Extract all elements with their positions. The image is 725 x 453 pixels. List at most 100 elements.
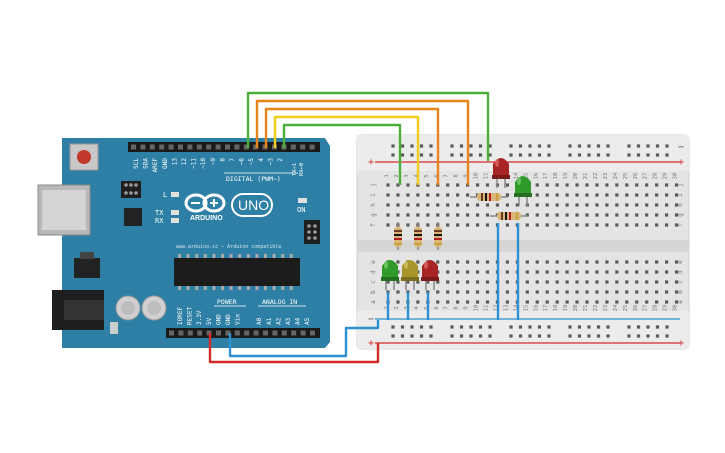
breadboard-hole[interactable] <box>605 300 609 304</box>
breadboard-hole[interactable] <box>426 203 430 207</box>
breadboard-hole[interactable] <box>665 290 669 294</box>
breadboard-hole[interactable] <box>426 183 430 187</box>
breadboard-hole[interactable] <box>475 213 480 217</box>
breadboard-hole[interactable] <box>655 223 659 227</box>
breadboard-hole[interactable] <box>426 213 430 217</box>
breadboard-hole[interactable] <box>545 290 549 294</box>
breadboard-hole[interactable] <box>565 203 569 207</box>
breadboard-hole[interactable] <box>605 270 609 274</box>
breadboard-hole[interactable] <box>535 260 539 264</box>
rail-hole[interactable] <box>450 334 454 338</box>
breadboard-hole[interactable] <box>505 203 509 207</box>
rail-hole[interactable] <box>627 144 631 148</box>
rail-hole[interactable] <box>596 144 601 148</box>
breadboard-hole[interactable] <box>485 203 490 207</box>
breadboard-hole[interactable] <box>585 203 589 207</box>
breadboard-hole[interactable] <box>545 193 549 197</box>
breadboard-hole[interactable] <box>545 223 549 227</box>
header-pin-hole[interactable] <box>196 144 202 150</box>
rail-hole[interactable] <box>528 325 532 329</box>
breadboard-hole[interactable] <box>595 260 599 264</box>
breadboard-hole[interactable] <box>406 193 410 197</box>
breadboard-hole[interactable] <box>396 203 400 207</box>
breadboard-hole[interactable] <box>635 270 639 274</box>
breadboard-hole[interactable] <box>605 290 609 294</box>
rail-hole[interactable] <box>568 325 572 329</box>
wire-green-pin3[interactable] <box>282 123 402 185</box>
breadboard-hole[interactable] <box>485 260 490 264</box>
breadboard-hole[interactable] <box>645 213 649 217</box>
breadboard-hole[interactable] <box>535 183 539 187</box>
rail-hole[interactable] <box>537 144 542 148</box>
breadboard-hole[interactable] <box>466 270 470 274</box>
rail-hole[interactable] <box>509 334 513 338</box>
rail-hole[interactable] <box>478 153 483 157</box>
rail-hole[interactable] <box>410 153 414 157</box>
rail-hole[interactable] <box>518 144 523 148</box>
breadboard-hole[interactable] <box>406 183 410 187</box>
breadboard-hole[interactable] <box>535 290 539 294</box>
breadboard-hole[interactable] <box>525 260 529 264</box>
breadboard-hole[interactable] <box>446 203 450 207</box>
rail-hole[interactable] <box>391 325 395 329</box>
breadboard-hole[interactable] <box>615 183 619 187</box>
breadboard-hole[interactable] <box>436 260 440 264</box>
led-yellow[interactable] <box>401 260 419 290</box>
rail-hole[interactable] <box>400 334 405 338</box>
breadboard-hole[interactable] <box>436 300 440 304</box>
breadboard-hole[interactable] <box>466 260 470 264</box>
rail-hole[interactable] <box>606 334 610 338</box>
breadboard-hole[interactable] <box>416 300 420 304</box>
breadboard-hole[interactable] <box>575 183 579 187</box>
breadboard-hole[interactable] <box>595 183 599 187</box>
breadboard-hole[interactable] <box>655 203 659 207</box>
header-pin-hole[interactable] <box>140 144 146 150</box>
rail-hole[interactable] <box>537 334 542 338</box>
header-pin-hole[interactable] <box>291 330 297 336</box>
header-pin-hole[interactable] <box>253 330 259 336</box>
header-pin-hole[interactable] <box>243 144 249 150</box>
rail-hole[interactable] <box>636 153 641 157</box>
breadboard-hole[interactable] <box>615 280 619 284</box>
breadboard-hole[interactable] <box>635 290 639 294</box>
rail-hole[interactable] <box>450 153 454 157</box>
breadboard-hole[interactable] <box>505 223 509 227</box>
rail-hole[interactable] <box>568 153 572 157</box>
breadboard-hole[interactable] <box>535 213 539 217</box>
breadboard-hole[interactable] <box>426 193 430 197</box>
breadboard-hole[interactable] <box>535 300 539 304</box>
rail-hole[interactable] <box>410 325 414 329</box>
rail-hole[interactable] <box>528 153 532 157</box>
rail-hole[interactable] <box>547 334 551 338</box>
header-pin-hole[interactable] <box>215 144 221 150</box>
rail-hole[interactable] <box>488 153 492 157</box>
resistor[interactable] <box>414 222 422 250</box>
breadboard-hole[interactable] <box>595 300 599 304</box>
breadboard-hole[interactable] <box>585 280 589 284</box>
breadboard-hole[interactable] <box>575 300 579 304</box>
rail-hole[interactable] <box>646 153 650 157</box>
breadboard-hole[interactable] <box>515 203 519 207</box>
breadboard-hole[interactable] <box>456 193 460 197</box>
breadboard-hole[interactable] <box>595 203 599 207</box>
breadboard-hole[interactable] <box>475 183 480 187</box>
breadboard-hole[interactable] <box>545 203 549 207</box>
breadboard-hole[interactable] <box>625 213 629 217</box>
rail-hole[interactable] <box>450 144 454 148</box>
rail-hole[interactable] <box>655 153 660 157</box>
breadboard-hole[interactable] <box>386 280 390 284</box>
rail-hole[interactable] <box>429 325 433 329</box>
breadboard-hole[interactable] <box>674 193 679 197</box>
rail-hole[interactable] <box>469 144 473 148</box>
breadboard-hole[interactable] <box>555 300 559 304</box>
breadboard-hole[interactable] <box>535 280 539 284</box>
header-pin-hole[interactable] <box>225 330 231 336</box>
breadboard-hole[interactable] <box>505 300 509 304</box>
breadboard-hole[interactable] <box>565 183 569 187</box>
breadboard-hole[interactable] <box>475 203 480 207</box>
header-pin-hole[interactable] <box>187 144 193 150</box>
breadboard-hole[interactable] <box>475 300 480 304</box>
breadboard-hole[interactable] <box>456 290 460 294</box>
breadboard-hole[interactable] <box>605 260 609 264</box>
rail-hole[interactable] <box>577 153 582 157</box>
